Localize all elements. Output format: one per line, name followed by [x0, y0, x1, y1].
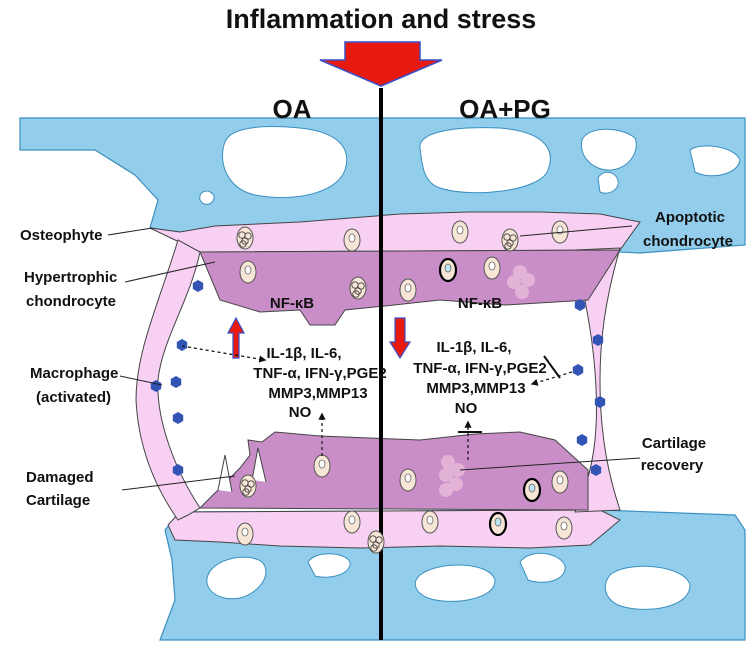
mediator-right-line1: IL-1β, IL-6,: [437, 339, 512, 356]
outer-cartilage-bottom: [167, 509, 621, 549]
label-damaged-line1: Damaged: [26, 469, 94, 486]
apoptotic-cluster-top: [507, 265, 535, 299]
upregulation-arrow: [227, 316, 245, 359]
recovering-chondrocyte: [438, 257, 458, 283]
hypertrophic-chondrocyte: [236, 226, 254, 250]
label-macrophage-line2: (activated): [36, 389, 111, 406]
cartilage-fissure-2: [251, 447, 267, 483]
macrophage-cell: [172, 464, 184, 476]
panel-label-oa: OA: [273, 94, 312, 124]
hypertrophic-chondrocyte: [239, 474, 257, 498]
dashed-arrow-macrophage-to-mediators-left: [181, 345, 267, 363]
label-macrophage-line1: Macrophage: [30, 365, 118, 382]
chondrocyte: [555, 516, 573, 540]
label-apoptotic-line1: Apoptotic: [655, 209, 725, 226]
mediators-right: IL-1β, IL-6, TNF-α, IFN-γ,PGE2 MMP3,MMP1…: [413, 339, 546, 417]
apoptotic-cluster-bottom: [439, 455, 465, 497]
downregulation-arrow: [388, 317, 412, 360]
dashed-arrow-macrophage-to-mediators-right: [530, 371, 573, 386]
macrophage-cell: [594, 396, 606, 408]
synovium-left: [135, 239, 201, 521]
chondrocyte: [451, 220, 469, 244]
cartilage-fissure-1: [217, 454, 233, 493]
macrophage-cell: [574, 299, 586, 311]
inner-cartilage-bottom: [198, 431, 589, 511]
recovering-chondrocyte: [522, 477, 542, 503]
label-apoptotic-line2: chondrocyte: [643, 233, 733, 250]
mediator-left-line3: MMP3,MMP13: [268, 385, 367, 402]
mediator-right-line4: NO: [455, 400, 478, 417]
label-hypertrophic-line2: chondrocyte: [26, 293, 116, 310]
macrophage-cell: [170, 376, 182, 388]
macrophage-cell: [592, 334, 604, 346]
big-down-arrow: [319, 41, 443, 87]
chondrocyte: [343, 228, 361, 252]
leader-osteophyte: [107, 227, 153, 236]
macrophage-cell: [172, 412, 184, 424]
macrophage-cell: [576, 434, 588, 446]
macrophage-cell: [572, 364, 584, 376]
chondrocyte: [421, 510, 439, 534]
hypertrophic-chondrocyte: [349, 276, 367, 300]
nfkb-left: NF-κB: [270, 295, 314, 312]
label-recovery-line1: Cartilage: [642, 435, 706, 452]
macrophage-cell: [176, 339, 188, 351]
leader-apoptotic: [519, 225, 633, 237]
leader-damaged: [121, 475, 236, 491]
mediator-right-line2: TNF-α, IFN-γ,PGE2: [413, 360, 546, 377]
macrophage-cell: [590, 464, 602, 476]
chondrocyte: [399, 278, 417, 302]
chondrocyte: [399, 468, 417, 492]
leader-hypertrophic: [124, 261, 216, 283]
panel-label-oa-pg: OA+PG: [459, 94, 551, 124]
chondrocyte: [343, 510, 361, 534]
hypertrophic-chondrocyte: [367, 530, 385, 554]
synovium-right: [574, 247, 621, 513]
label-osteophyte: Osteophyte: [20, 227, 103, 244]
chondrocyte: [236, 522, 254, 546]
leader-macrophage: [119, 375, 163, 386]
macrophages: [150, 280, 606, 476]
mediator-left-line2: TNF-α, IFN-γ,PGE2: [253, 365, 386, 382]
label-recovery-line2: recovery: [641, 457, 704, 474]
chondrocyte: [313, 454, 331, 478]
chondrocyte: [239, 260, 257, 284]
label-hypertrophic-line1: Hypertrophic: [24, 269, 117, 286]
diagram-title: Inflammation and stress: [226, 4, 537, 34]
mediators-left: IL-1β, IL-6, TNF-α, IFN-γ,PGE2 MMP3,MMP1…: [253, 345, 386, 421]
nfkb-right: NF-κB: [458, 295, 502, 312]
mediator-left-line4: NO: [289, 404, 312, 421]
inhibition-bar-right: [543, 355, 561, 379]
chondrocyte: [483, 256, 501, 280]
mediator-right-line3: MMP3,MMP13: [426, 380, 525, 397]
recovering-chondrocyte: [488, 511, 508, 537]
chondrocytes: [236, 220, 573, 554]
macrophage-cell: [192, 280, 204, 292]
hypertrophic-chondrocyte: [501, 228, 519, 252]
leader-recovery: [459, 457, 641, 471]
label-damaged-line2: Cartilage: [26, 492, 90, 509]
mediator-left-line1: IL-1β, IL-6,: [267, 345, 342, 362]
chondrocyte: [551, 470, 569, 494]
